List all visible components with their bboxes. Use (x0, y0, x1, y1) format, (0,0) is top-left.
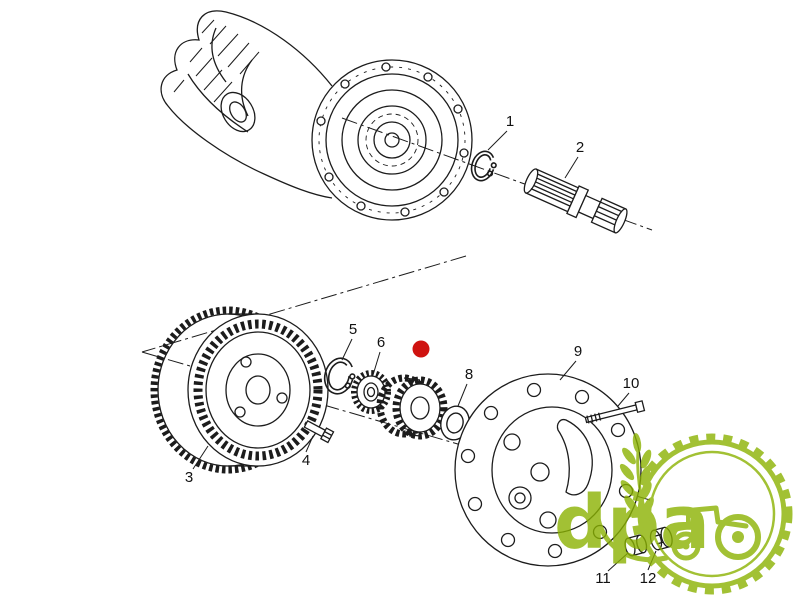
callout-label-6: 6 (377, 334, 385, 351)
callout-label-1: 1 (506, 113, 514, 130)
part-6-gear (351, 370, 391, 414)
callout-label-8: 8 (465, 366, 473, 383)
watermark: dpa (554, 433, 793, 595)
hatching (173, 19, 260, 103)
callout-label-2: 2 (576, 139, 584, 156)
callout-label-10: 10 (623, 375, 640, 392)
part-10-stud (584, 400, 646, 424)
part-5-snap-ring (323, 357, 356, 395)
callout-label-3: 3 (185, 469, 193, 486)
tractor-in-gear-icon (631, 433, 793, 595)
callout-label-4: 4 (302, 452, 310, 469)
wheat-swoosh-icon (594, 509, 669, 563)
callout-label-9: 9 (574, 343, 582, 360)
callout-label-11: 11 (595, 570, 611, 587)
wheat-stalk-icon (619, 433, 654, 525)
part-1-snap-ring (470, 150, 497, 182)
callout-labels: 1 2 3 4 5 6 8 9 10 11 12 (185, 113, 657, 587)
callout-label-5: 5 (349, 321, 357, 338)
part-8-washer (440, 405, 470, 441)
part-4-bolt (303, 420, 335, 444)
part-2-shaft (523, 168, 628, 234)
highlight-red-dot (412, 340, 430, 358)
callout-label-12: 12 (640, 570, 657, 587)
axle-housing-drawing (160, 10, 473, 221)
part-3-ring-gear (150, 306, 329, 474)
part-7-planet-gear (376, 374, 448, 440)
part-9-carrier (454, 373, 642, 567)
